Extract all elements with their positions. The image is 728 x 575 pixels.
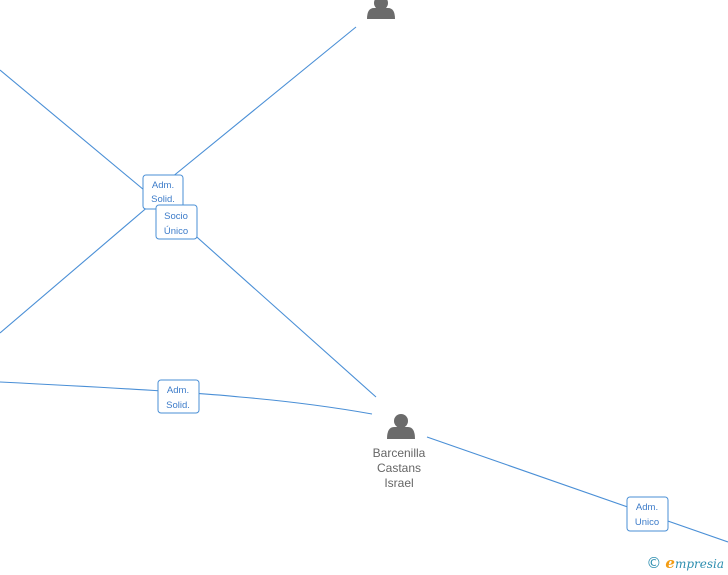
person-name-line: Castans [377,461,421,475]
edge-label-line: Adm. [636,502,658,513]
edge-hub-to-barcenilla [179,221,377,398]
brand-name: empresia [665,554,724,572]
edge-label-line: Unico [635,517,659,528]
person-node-top[interactable] [367,0,395,19]
edge-label-adm-solid-1[interactable]: Adm. Solid. [142,174,184,210]
edge-left-to-hub [0,204,151,334]
edge-left-to-barcenilla [0,381,373,415]
empresia-logo: © empresia [646,554,724,572]
edge-label-line: Solid. [166,400,190,411]
edge-barcenilla-to-right [426,436,728,543]
person-icon [367,0,395,19]
edge-label-line: Solid. [151,194,175,205]
person-node-barcenilla[interactable]: Barcenilla Castans Israel [373,414,426,490]
brand-rest: mpresia [674,557,724,571]
person-name-line: Barcenilla [373,446,426,460]
edge-top-left-to-hub [0,69,151,196]
edge-label-line: Adm. [167,385,189,396]
edge-label-adm-unico[interactable]: Adm. Unico [626,496,669,532]
person-name-line: Israel [384,476,413,490]
person-icon [387,414,415,439]
edge-label-socio-unico[interactable]: Socio Único [155,204,198,240]
edge-label-line: Socio [164,211,188,222]
copyright-icon: © [646,554,662,572]
edge-label-line: Único [164,226,188,237]
edge-hub-to-top-person [149,26,357,196]
edge-label-line: Adm. [152,180,174,191]
edge-label-adm-solid-2[interactable]: Adm. Solid. [157,379,200,414]
brand-e-letter: e [665,554,675,572]
